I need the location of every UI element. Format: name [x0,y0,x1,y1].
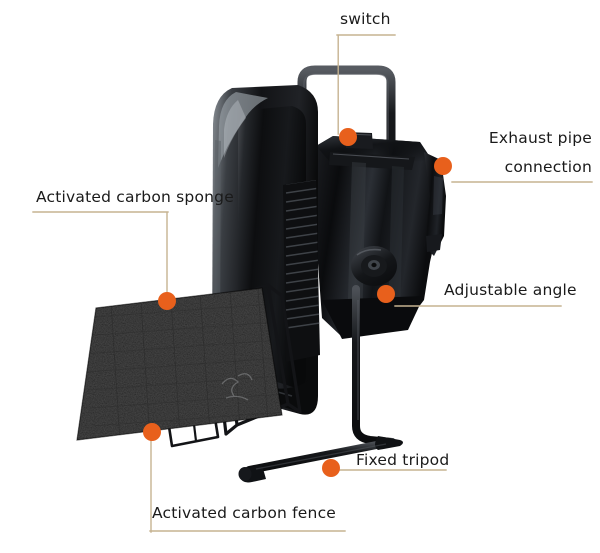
activated-carbon-sponge-pad [76,287,283,441]
callout-label-exhaust-pipe-connection-line-1: Exhaust pipe [488,129,592,147]
callout-dots [143,128,452,477]
callout-dot-exhaust-pipe-connection[interactable] [434,157,452,175]
callout-label-activated-carbon-sponge-line-1: Activated carbon sponge [36,188,234,206]
callout-label-fixed-tripod-line-1: Fixed tripod [356,451,450,469]
callout-dot-switch[interactable] [339,128,357,146]
exhaust-collar [424,152,446,256]
pivot-knob [351,246,397,286]
sponge-marking [221,373,253,401]
callout-label-activated-carbon-fence-line-1: Activated carbon fence [152,504,337,522]
callout-label-activated-carbon-fence: Activated carbon fence [152,504,337,522]
callout-label-adjustable-angle-line-1: Adjustable angle [444,281,577,299]
callout-label-fixed-tripod: Fixed tripod [356,451,450,469]
callout-label-exhaust-pipe-connection-line-2: connection [504,157,592,176]
callout-label-switch-line-1: switch [340,10,391,28]
callout-label-switch: switch [340,10,391,28]
callout-label-exhaust-pipe-connection: Exhaust pipe connection [489,124,592,181]
intake-grille [283,180,320,362]
callout-label-adjustable-angle: Adjustable angle [444,281,577,299]
callout-dot-adjustable-angle[interactable] [377,285,395,303]
callout-label-activated-carbon-sponge: Activated carbon sponge [36,188,234,206]
callout-dot-activated-carbon-sponge[interactable] [158,292,176,310]
callout-dot-activated-carbon-fence[interactable] [143,423,161,441]
callout-dot-fixed-tripod[interactable] [322,459,340,477]
motor-housing [316,132,437,339]
